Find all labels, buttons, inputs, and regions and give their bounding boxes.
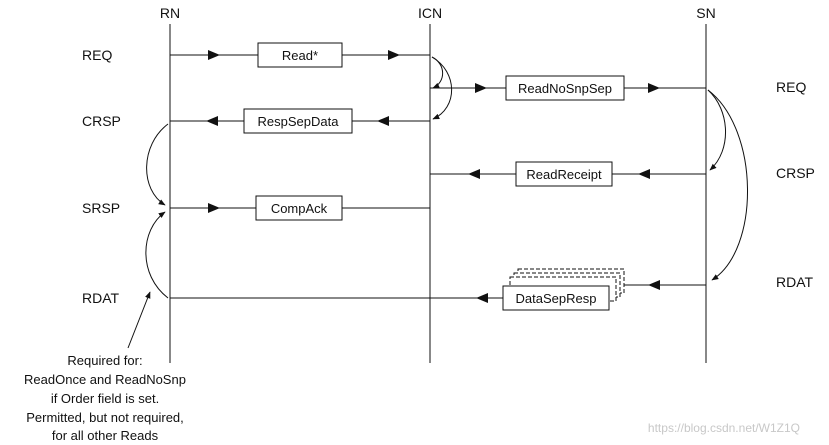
note-line-4: Permitted, but not required, <box>26 410 184 425</box>
note-line-3: if Order field is set. <box>51 391 159 406</box>
rn-dependency-arc-rdat <box>145 211 169 299</box>
rn-dependency-arc-crsp <box>146 123 169 206</box>
compack-label: CompAck <box>271 201 328 216</box>
datasepresp-label: DataSepResp <box>516 291 597 306</box>
note-line-2: ReadOnce and ReadNoSnp <box>24 372 186 387</box>
icn-dependency-arc-2 <box>431 56 453 120</box>
watermark: https://blog.csdn.net/W1Z1Q <box>648 421 800 435</box>
icn-dependency-arc <box>431 56 444 89</box>
sn-dependency-arc-crsp <box>707 89 726 171</box>
respsepdata-message: RespSepData <box>170 108 430 134</box>
rn-srsp-label: SRSP <box>82 200 120 216</box>
rn-req-label: REQ <box>82 47 112 63</box>
respsepdata-label: RespSepData <box>258 114 340 129</box>
sn-dependency-arc-rdat <box>707 89 748 281</box>
icn-header: ICN <box>418 5 442 21</box>
note-line-1: Required for: <box>67 353 142 368</box>
sn-rdat-label: RDAT <box>776 274 814 290</box>
rn-header: RN <box>160 5 180 21</box>
rn-crsp-label: CRSP <box>82 113 121 129</box>
note-line-5: for all other Reads <box>52 428 159 443</box>
readnosnpsep-message: ReadNoSnpSep <box>430 75 706 101</box>
requirement-note: Required for: ReadOnce and ReadNoSnp if … <box>24 353 186 443</box>
sn-crsp-label: CRSP <box>776 165 815 181</box>
sn-header: SN <box>696 5 715 21</box>
datasepresp-message: DataSepResp <box>170 268 706 311</box>
readreceipt-message: ReadReceipt <box>430 161 706 187</box>
note-pointer-arrow <box>127 291 151 349</box>
rn-rdat-label: RDAT <box>82 290 120 306</box>
readreceipt-label: ReadReceipt <box>526 167 602 182</box>
readnosnpsep-label: ReadNoSnpSep <box>518 81 612 96</box>
read-message: Read* <box>170 42 430 68</box>
compack-message: CompAck <box>170 195 430 221</box>
sn-req-label: REQ <box>776 79 806 95</box>
read-label: Read* <box>282 48 318 63</box>
